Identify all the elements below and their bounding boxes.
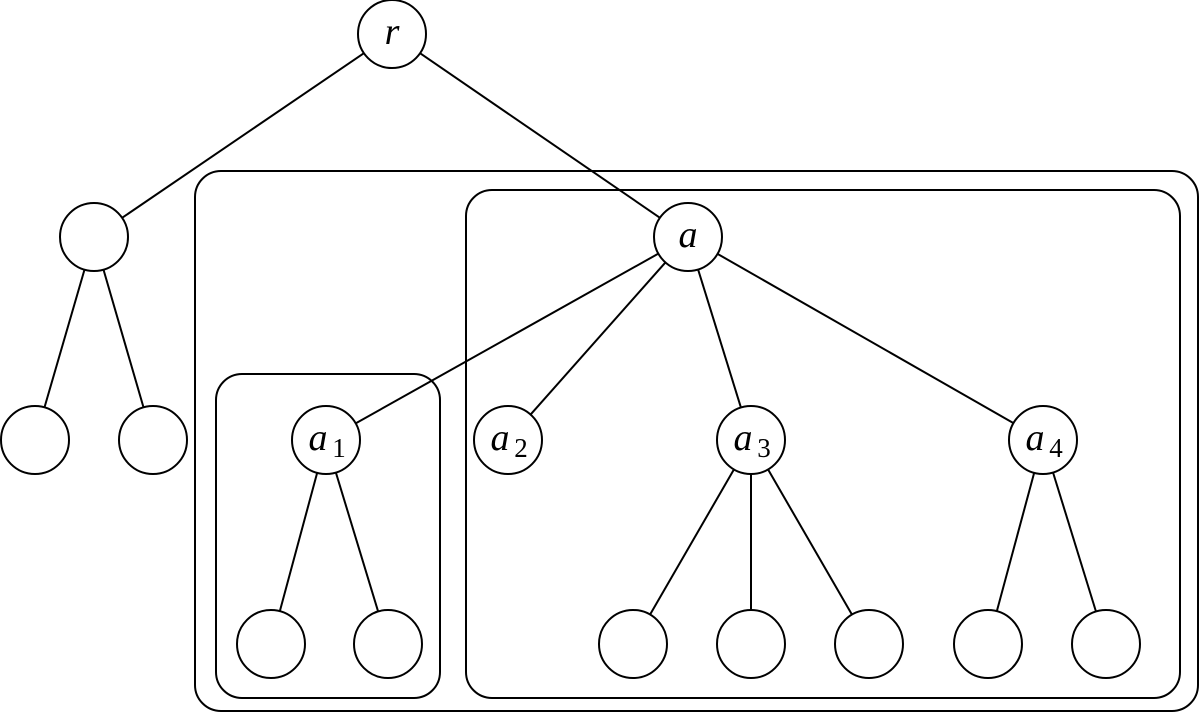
edge-a1-a1-leaf-1: [278, 472, 319, 612]
a-subtree-group-box: [465, 189, 1181, 699]
node-a4-leaf-1: [953, 609, 1023, 679]
node-a4-label: a: [1026, 417, 1045, 459]
node-a-label: a: [679, 214, 698, 256]
node-left-leaf-2: [118, 405, 188, 475]
node-a1-leaf-1-circle: [236, 609, 306, 679]
edge-a3-a3-leaf-1: [649, 468, 735, 616]
node-a3-circle: [716, 405, 786, 475]
a1-subtree-group-box: [215, 373, 441, 699]
node-a: a: [653, 202, 723, 272]
node-a3-leaf-1: [598, 609, 668, 679]
edge-a3-a3-leaf-3: [767, 468, 853, 616]
node-a4-circle: [1008, 405, 1078, 475]
node-a-circle: [653, 202, 723, 272]
node-a1-leaf-2-circle: [353, 609, 423, 679]
node-a1-leaf-2: [353, 609, 423, 679]
edge-a1-a1-leaf-2: [334, 472, 380, 612]
node-left-child: [59, 202, 129, 272]
node-a1-leaf-1: [236, 609, 306, 679]
node-a4-leaf-1-circle: [953, 609, 1023, 679]
node-a2-circle: [473, 405, 543, 475]
node-r-circle: [357, 0, 427, 69]
edge-left-child-left-leaf-1: [43, 269, 86, 408]
edge-a4-a4-leaf-2: [1052, 472, 1097, 612]
node-r: r: [357, 0, 427, 69]
node-a3-leaf-2-circle: [716, 609, 786, 679]
edge-a4-a4-leaf-1: [995, 472, 1036, 612]
edge-left-child-left-leaf-2: [102, 269, 145, 408]
edge-r-a: [419, 52, 661, 219]
edge-a-a3: [697, 269, 742, 408]
edge-a-a1: [355, 252, 659, 425]
edge-a-a4: [717, 253, 1014, 424]
node-a3-leaf-1-circle: [598, 609, 668, 679]
node-a4-leaf-2-circle: [1071, 609, 1141, 679]
node-a3-label: a: [734, 417, 753, 459]
node-a3-leaf-3: [834, 609, 904, 679]
edge-a-a2: [529, 261, 667, 416]
outer-group-box: [194, 170, 1199, 712]
node-left-leaf-1: [0, 405, 70, 475]
node-a3-leaf-3-circle: [834, 609, 904, 679]
node-r-label: r: [385, 11, 400, 53]
node-a1-label: a: [309, 417, 328, 459]
node-a4-subscript: 4: [1049, 433, 1063, 463]
node-a2-subscript: 2: [514, 433, 528, 463]
node-left-child-circle: [59, 202, 129, 272]
node-a3-leaf-2: [716, 609, 786, 679]
node-a2-label: a: [491, 417, 510, 459]
node-a1-subscript: 1: [332, 433, 346, 463]
node-a4-leaf-2: [1071, 609, 1141, 679]
node-a3-subscript: 3: [757, 433, 771, 463]
node-left-leaf-2-circle: [118, 405, 188, 475]
node-left-leaf-1-circle: [0, 405, 70, 475]
node-a1-circle: [291, 405, 361, 475]
edge-r-left-child: [121, 52, 365, 219]
